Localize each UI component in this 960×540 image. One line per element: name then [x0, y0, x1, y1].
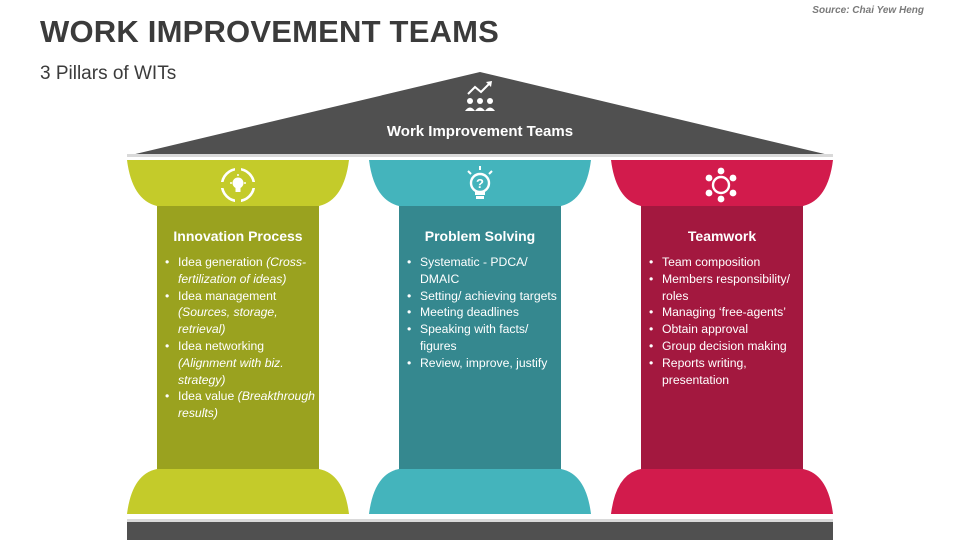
- bullet-list-innovation: Idea generation (Cross-fertilization of …: [165, 254, 315, 422]
- pillar-title-teamwork: Teamwork: [687, 228, 757, 244]
- page-title: WORK IMPROVEMENT TEAMS: [40, 14, 500, 49]
- pillar-title-problem-solving: Problem Solving: [424, 228, 536, 244]
- roof: [127, 72, 833, 156]
- list-item: Idea networking (Alignment with biz. str…: [165, 338, 315, 388]
- svg-text:?: ?: [476, 176, 484, 191]
- list-item: Team composition: [649, 254, 799, 271]
- bullet-list-teamwork: Team composition Members responsibility/…: [649, 254, 799, 388]
- team-growth-icon: [465, 81, 495, 111]
- list-item: Idea value (Breakthrough results): [165, 388, 315, 422]
- roof-label: Work Improvement Teams: [386, 123, 574, 140]
- temple-base-line: [127, 519, 833, 522]
- bullet-list-problem-solving: Systematic - PDCA/ DMAIC Setting/ achiev…: [407, 254, 557, 372]
- roof-base-line: [127, 154, 833, 157]
- pillar-capital: [611, 160, 833, 206]
- list-item: Obtain approval: [649, 321, 799, 338]
- source-note: Source: Chai Yew Heng: [812, 5, 924, 16]
- list-item: Idea generation (Cross-fertilization of …: [165, 254, 315, 288]
- question-bulb-icon: ?: [467, 166, 493, 199]
- pillar-base: [611, 469, 833, 514]
- lightbulb-cycle-icon: [220, 167, 256, 203]
- pillar-base: [369, 469, 591, 514]
- pillar-capital: [369, 160, 591, 206]
- team-circle-icon: [705, 167, 737, 203]
- pillar-title-innovation: Innovation Process: [173, 228, 303, 244]
- list-item: Setting/ achieving targets: [407, 288, 557, 305]
- list-item: Meeting deadlines: [407, 304, 557, 321]
- list-item: Group decision making: [649, 338, 799, 355]
- list-item: Review, improve, justify: [407, 355, 557, 372]
- page-subtitle: 3 Pillars of WITs: [40, 63, 177, 84]
- list-item: Systematic - PDCA/ DMAIC: [407, 254, 557, 288]
- pillar-base: [127, 469, 349, 514]
- list-item: Reports writing, presentation: [649, 355, 799, 389]
- list-item: Managing ‘free-agents’: [649, 304, 799, 321]
- list-item: Members responsibility/ roles: [649, 271, 799, 305]
- temple-base: [127, 519, 833, 540]
- list-item: Speaking with facts/ figures: [407, 321, 557, 355]
- list-item: Idea management (Sources, storage, retri…: [165, 288, 315, 338]
